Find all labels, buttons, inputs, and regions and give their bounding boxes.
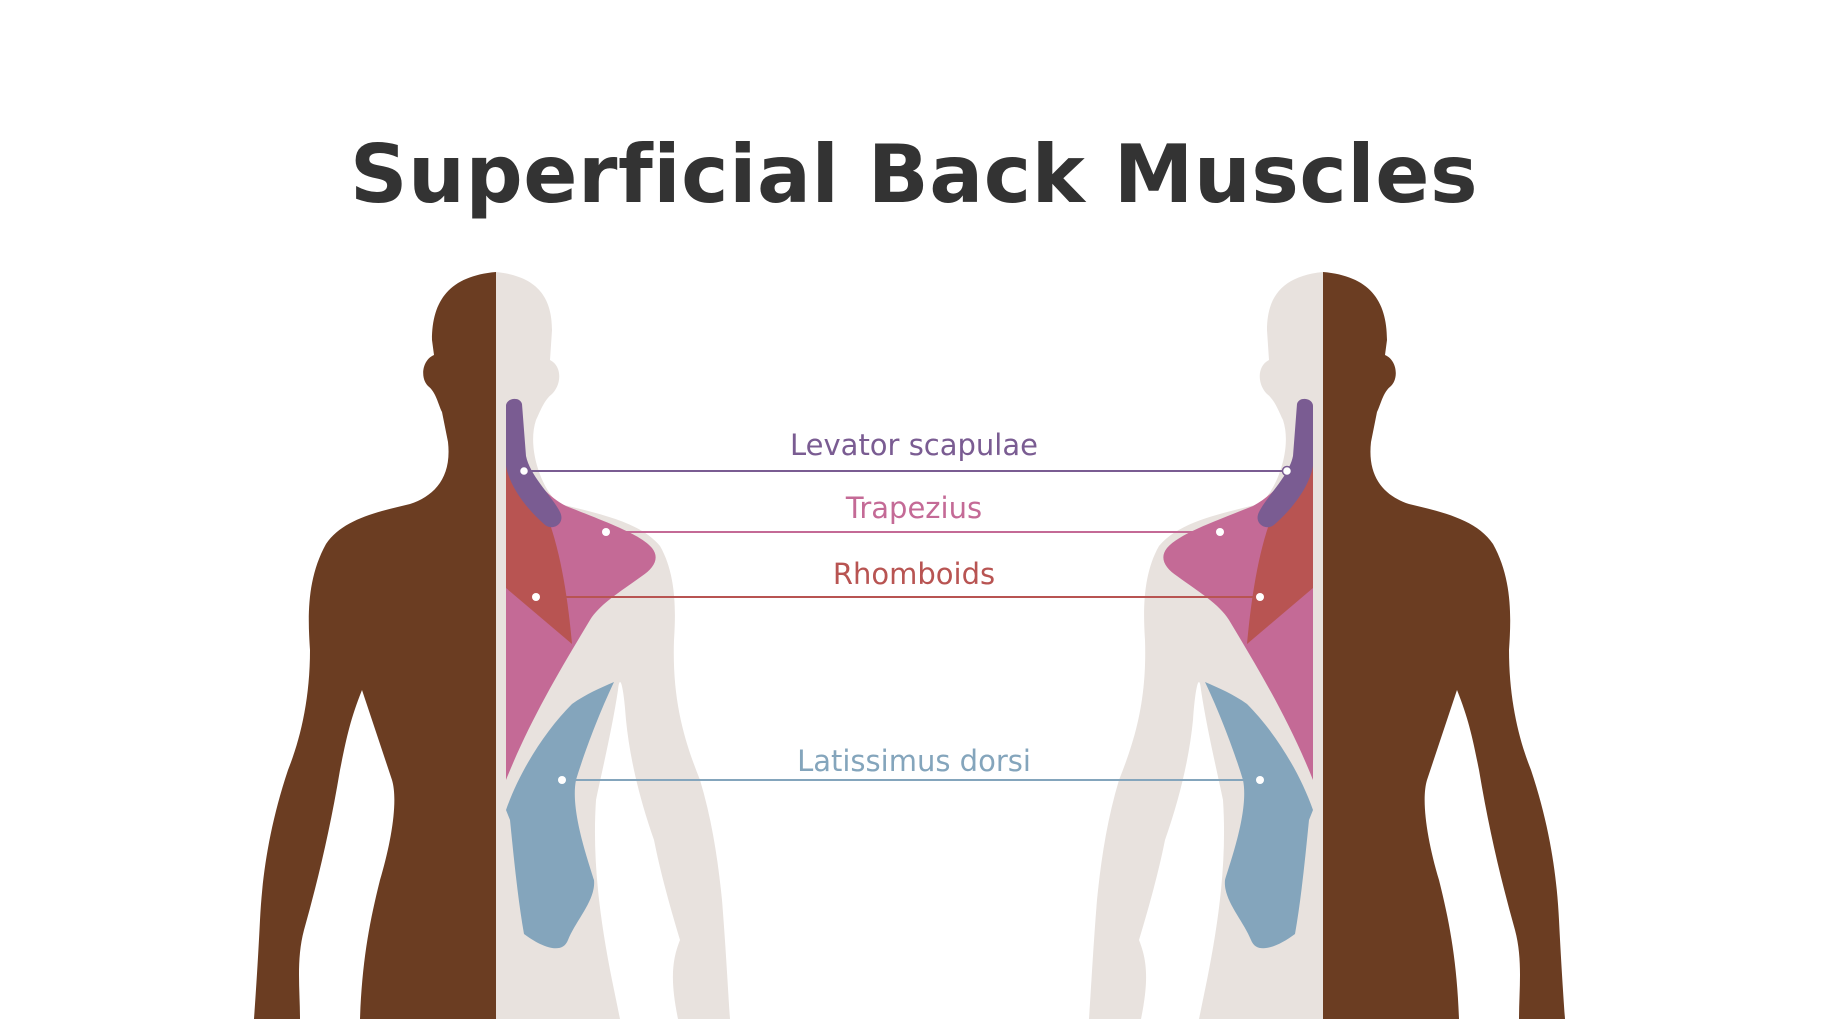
levator-scapulae-dot-right bbox=[1281, 465, 1293, 477]
latissimus-dorsi-dot-right bbox=[1256, 776, 1264, 784]
rhomboids-label: Rhomboids bbox=[833, 557, 995, 591]
trapezius-dot-left bbox=[602, 528, 610, 536]
latissimus-dorsi-label: Latissimus dorsi bbox=[797, 744, 1031, 778]
marker-dots bbox=[518, 465, 1293, 784]
page-title: Superficial Back Muscles bbox=[349, 128, 1479, 221]
levator-scapulae-label: Levator scapulae bbox=[790, 428, 1038, 462]
latissimus-dorsi-dot-left bbox=[558, 776, 566, 784]
right-figure-anterior-half bbox=[1323, 272, 1565, 1019]
right-figure bbox=[1089, 272, 1565, 1019]
left-levator-scapulae-shape bbox=[506, 398, 562, 528]
right-levator-scapulae-shape bbox=[1257, 398, 1313, 528]
left-latissimus-dorsi-shape bbox=[506, 682, 614, 949]
trapezius-dot-right bbox=[1216, 528, 1224, 536]
trapezius-label: Trapezius bbox=[845, 491, 982, 525]
levator-scapulae-dot-left bbox=[518, 465, 530, 477]
left-figure-anterior-half bbox=[254, 272, 496, 1019]
right-latissimus-dorsi-shape bbox=[1205, 682, 1313, 949]
rhomboids-dot-left bbox=[532, 593, 540, 601]
left-figure bbox=[254, 272, 730, 1019]
rhomboids-dot-right bbox=[1256, 593, 1264, 601]
